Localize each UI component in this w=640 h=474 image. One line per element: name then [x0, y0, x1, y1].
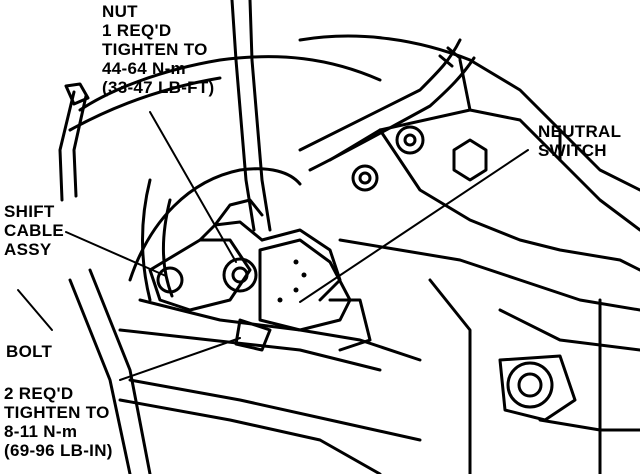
left-hose: [58, 82, 90, 202]
bolt-spec-callout: 2 REQ'D TIGHTEN TO 8-11 N-m (69-96 LB-IN…: [4, 384, 113, 460]
bolt-callout: BOLT: [6, 342, 52, 361]
bolt-callout-line: BOLT: [6, 342, 53, 361]
nut-callout-line: NUT: [102, 2, 138, 21]
bolt-spec-callout-line: TIGHTEN TO: [4, 403, 110, 422]
bolt-spec-callout-line: 8-11 N-m: [4, 422, 78, 441]
nut-callout-line: TIGHTEN TO: [102, 40, 208, 59]
nut-callout: NUT 1 REQ'D TIGHTEN TO 44-64 N-m (33-47 …: [102, 2, 215, 97]
lower-panel: [68, 268, 422, 474]
nut-leader: [149, 111, 237, 263]
neutral-switch-leader: [299, 149, 529, 303]
switch-detail-dots: [277, 259, 307, 303]
upper-cables: [68, 0, 476, 232]
nut-callout-line: 1 REQ'D: [102, 21, 172, 40]
neutral-switch-callout-line: SWITCH: [538, 141, 607, 160]
shift-cable-callout-line: CABLE: [4, 221, 65, 240]
shift-cable-callout-line: ASSY: [4, 240, 52, 259]
shift-cable-callout-line: SHIFT: [4, 202, 55, 221]
bolt-leader: [17, 289, 53, 331]
nut-callout-line: 44-64 N-m: [102, 59, 186, 78]
bolt-spec-callout-line: (69-96 LB-IN): [4, 441, 113, 460]
neutral-switch-body: [234, 238, 372, 352]
transmission-case: [298, 34, 640, 474]
mount-bracket: [118, 167, 422, 372]
case-bosses: [351, 125, 577, 422]
bolt-spec-callout-line: 2 REQ'D: [4, 384, 74, 403]
neutral-switch-callout-line: NEUTRAL: [538, 122, 622, 141]
shift-cable-assembly: [148, 198, 342, 312]
neutral-switch-callout: NEUTRAL SWITCH: [538, 122, 621, 160]
shift-cable-callout: SHIFT CABLE ASSY: [4, 202, 64, 259]
bolt-spec-leader: [119, 337, 241, 381]
shift-cable-leader: [65, 231, 167, 277]
nut-callout-line: (33-47 LB-FT): [102, 78, 215, 97]
